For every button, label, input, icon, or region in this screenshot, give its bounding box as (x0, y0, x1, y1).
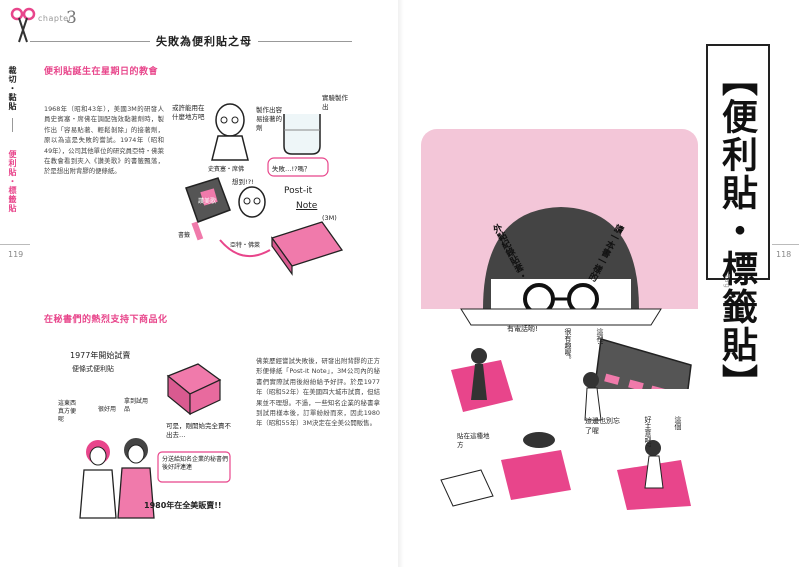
hymn-caption: 讚美歌 (198, 198, 217, 205)
failure-caption: 失敗…!?嗎？ (272, 165, 311, 173)
page-heading: 失敗為便利貼之母 (150, 33, 258, 49)
section-2-illustration: 1977年開始試賣 便條式便利貼 可是，剛開始完全賣不出去… 這東西真方便呢 很… (58, 340, 250, 520)
maybe-caption: 或許能用在什麼地方吧 (172, 104, 205, 121)
section-2-body: 佛萊歷經嘗試失敗後，研發出附背膠的正方形便條紙「Post-it Note」，3M… (256, 357, 380, 428)
made-caption: 製作出容易接著的劑 (256, 106, 282, 132)
title-english: Tag (723, 274, 731, 289)
page-number-rule-left (0, 244, 30, 245)
here2-caption: 這個 (674, 416, 682, 430)
spencer-name: 史賓塞・席佛 (208, 166, 245, 173)
product-caption: 便條式便利貼 (72, 365, 114, 373)
also-here-caption: 這邊也別忘了喔 (585, 417, 620, 435)
page-number-rule-right (772, 244, 799, 245)
interesting-caption: 很有趣喔。 (564, 328, 572, 363)
side-tab-chapter: 裁切・黏貼 (8, 66, 17, 111)
section-1-title: 便利貼誕生在星期日的教會 (44, 67, 159, 77)
page-number-right: 118 (776, 250, 792, 259)
made-by-caption: 實驗製作出 (322, 94, 348, 111)
postit-caption: Post-it (284, 186, 313, 196)
page-number-left: 119 (8, 250, 24, 259)
praise-caption: 分送給知名企業的秘書們後好評連連 (162, 456, 229, 471)
chapter-word: chapter (38, 14, 73, 23)
page-title: 【便利貼・標籤貼】 (716, 60, 757, 402)
side-tab-divider (12, 118, 13, 132)
idea-caption: 想到!?! (232, 178, 254, 186)
floor-caption: 貼在這種地方 (457, 432, 490, 449)
note-caption: Note (296, 201, 318, 211)
convenient-caption: 這東西真方便呢 (58, 400, 77, 423)
art-name: 亞特・佛萊 (230, 242, 261, 249)
page-gutter (398, 0, 404, 567)
scissors-icon (10, 6, 36, 44)
side-tab-topic: 便利貼・標籤貼 (8, 150, 17, 213)
tm-caption: (3M) (322, 214, 337, 222)
samples-caption: 拿到試用品 (124, 398, 149, 413)
nationwide-caption: 1980年在全美販賣!! (144, 501, 222, 510)
right-lower-scenes: 有電話喲! 很有趣喔。 這裡! 這邊也別忘了喔 貼在這種地方 好主意吧? 這個 (421, 320, 711, 510)
no-sales-caption: 可是，剛開始完全賣不出去… (166, 422, 231, 439)
idea2-caption: 好主意吧? (644, 416, 652, 448)
phone-caption: 有電話喲! (507, 325, 538, 333)
very-good-caption: 很好用 (98, 406, 117, 413)
chapter-number: 3 (66, 8, 77, 28)
trial-caption: 1977年開始試賣 (70, 351, 131, 360)
section-2-title: 在秘書們的熱烈支持下商品化 (44, 315, 168, 325)
title-frame (706, 44, 770, 280)
section-1-illustration: 或許能用在什麼地方吧 製作出容易接著的劑 實驗製作出 失敗…!?嗎？ 史賓塞・席… (172, 90, 362, 280)
bookmark-caption: 書籤 (178, 232, 191, 239)
section-1-body: 1968年（昭和43年），美國3M的研發人員史賓塞・席佛在調配強效黏著劑時，製作… (44, 105, 164, 176)
here-caption: 這裡! (596, 328, 604, 345)
